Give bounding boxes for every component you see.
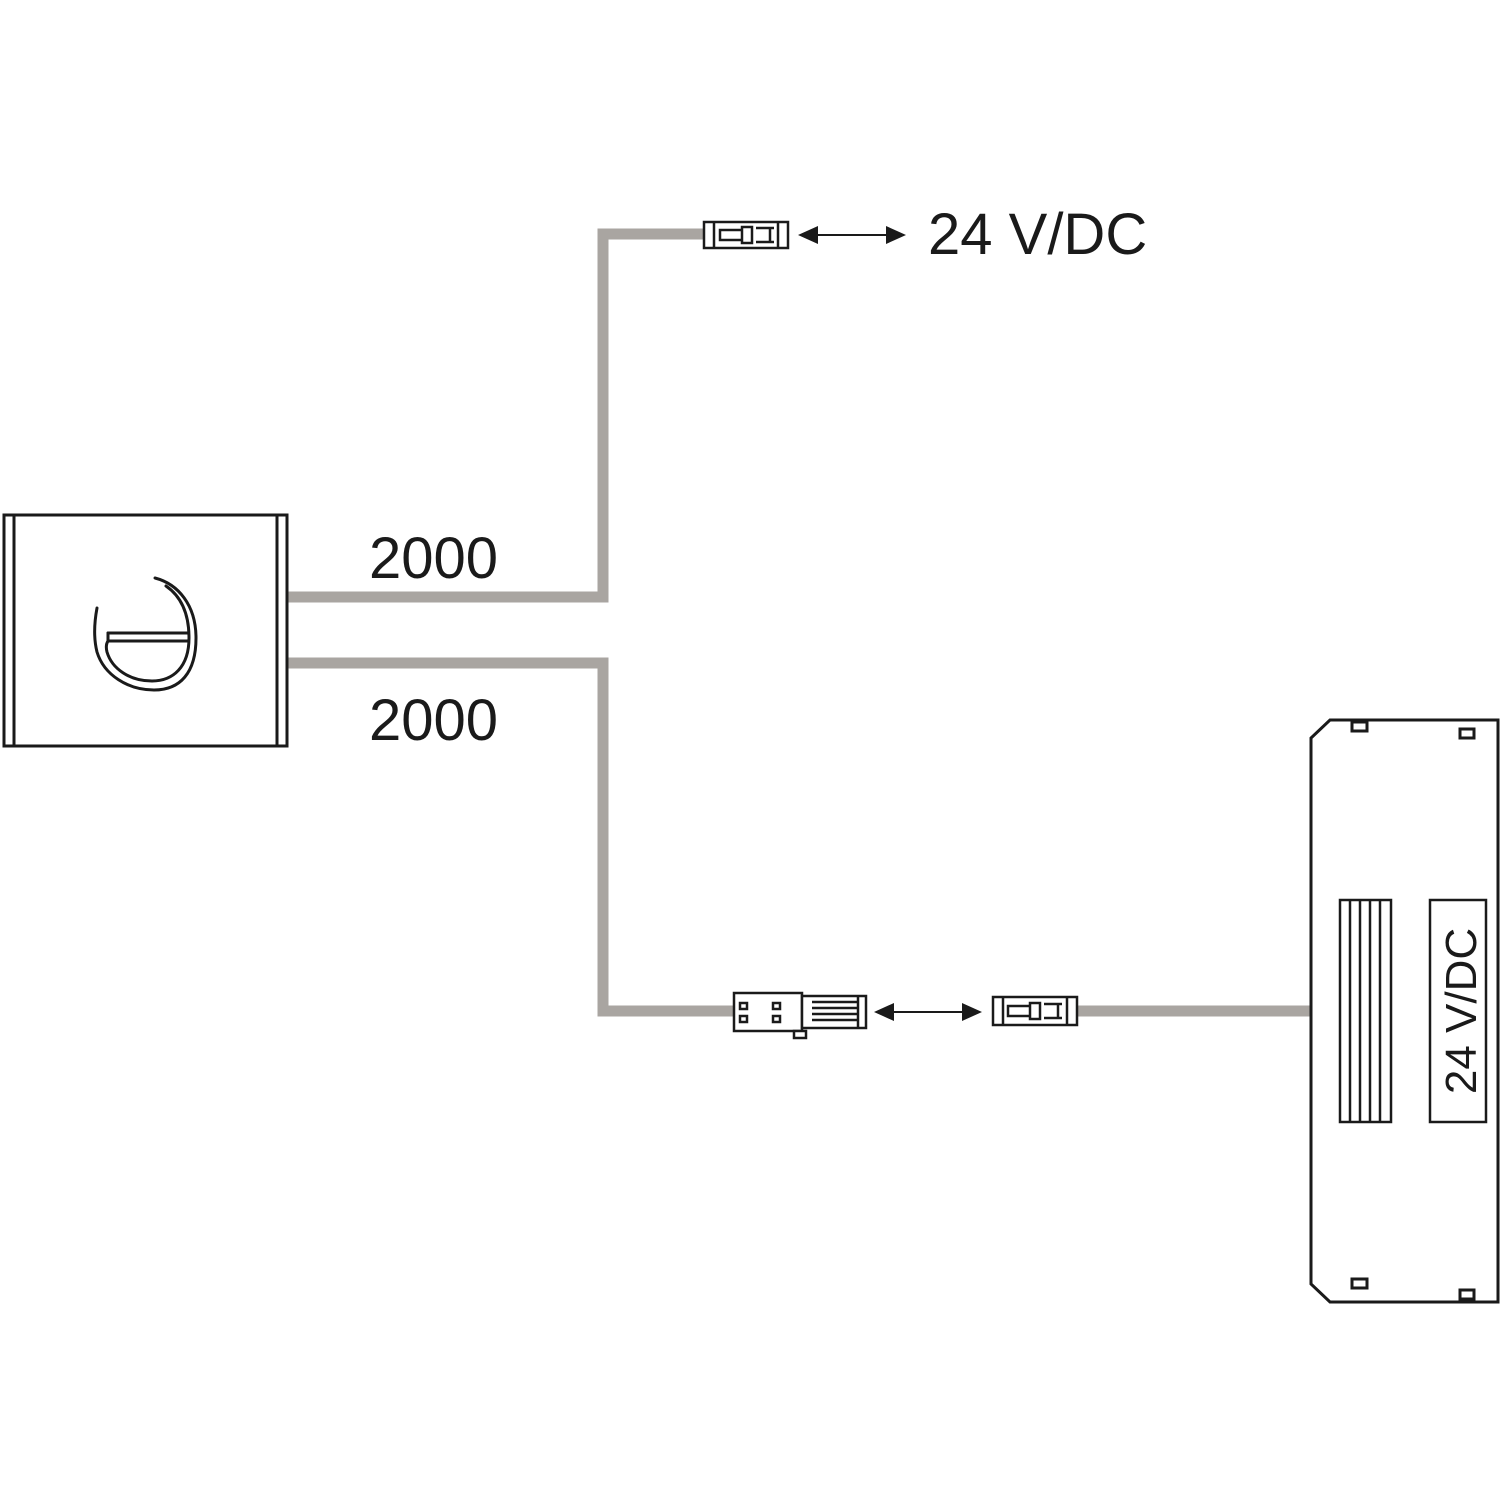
control-unit: [2, 513, 289, 748]
power-supply-voltage-label: 24 V/DC: [1437, 928, 1486, 1094]
top-voltage-label: 24 V/DC: [928, 202, 1147, 267]
power-supply-vents-icon: [1338, 898, 1393, 1124]
sensor-symbol-icon: [93, 576, 198, 692]
supply-female-connector-icon: [991, 995, 1079, 1027]
top-connection-arrow-icon: [798, 226, 906, 244]
lower-connection-arrow-icon: [874, 1003, 982, 1021]
top-female-connector-icon: [702, 220, 790, 250]
lower-cable-length-label: 2000: [369, 688, 498, 753]
upper-cable: [288, 228, 706, 603]
upper-cable-length-label: 2000: [369, 526, 498, 591]
power-supply-unit: [1309, 718, 1500, 1304]
lower-cable: [288, 657, 736, 1017]
male-connector-icon: [732, 991, 868, 1040]
power-supply-label-box: [1428, 898, 1488, 1124]
